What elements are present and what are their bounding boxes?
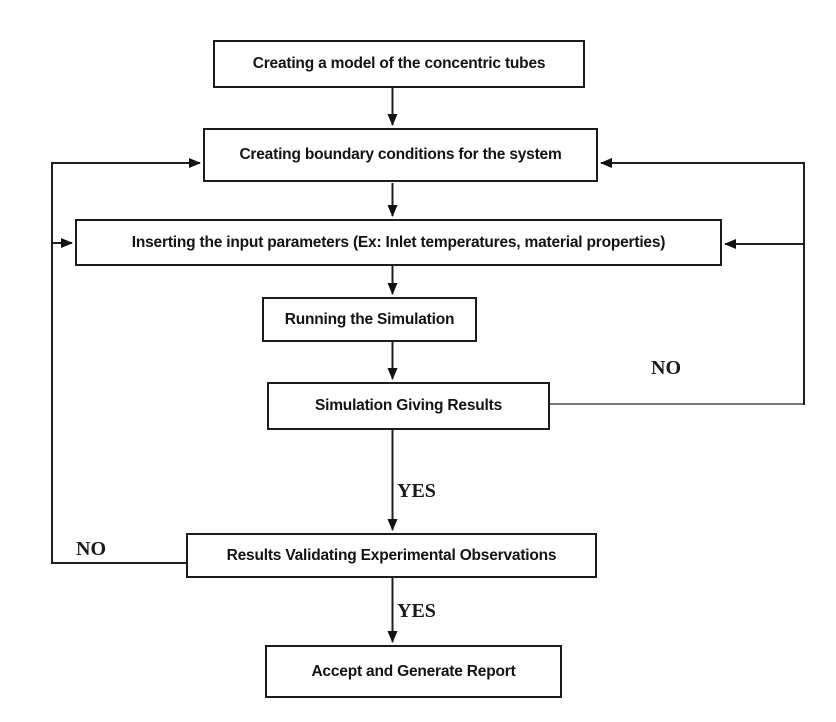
node-simulation-results: Simulation Giving Results bbox=[267, 382, 550, 430]
node-results-validating: Results Validating Experimental Observat… bbox=[186, 533, 597, 578]
node-accept-report: Accept and Generate Report bbox=[265, 645, 562, 698]
edge-label-no-right: NO bbox=[651, 357, 681, 379]
edge-label-no-left: NO bbox=[76, 538, 106, 560]
node-create-model: Creating a model of the concentric tubes bbox=[213, 40, 585, 88]
edge-label-yes-bottom: YES bbox=[397, 600, 436, 622]
edge-label-yes-mid: YES bbox=[397, 480, 436, 502]
arrow-no-right-to-boundary bbox=[600, 158, 805, 405]
node-running-simulation: Running the Simulation bbox=[262, 297, 477, 342]
node-input-parameters: Inserting the input parameters (Ex: Inle… bbox=[75, 219, 722, 266]
arrow-no-left-to-boundary bbox=[51, 158, 201, 564]
node-boundary-conditions: Creating boundary conditions for the sys… bbox=[203, 128, 598, 182]
